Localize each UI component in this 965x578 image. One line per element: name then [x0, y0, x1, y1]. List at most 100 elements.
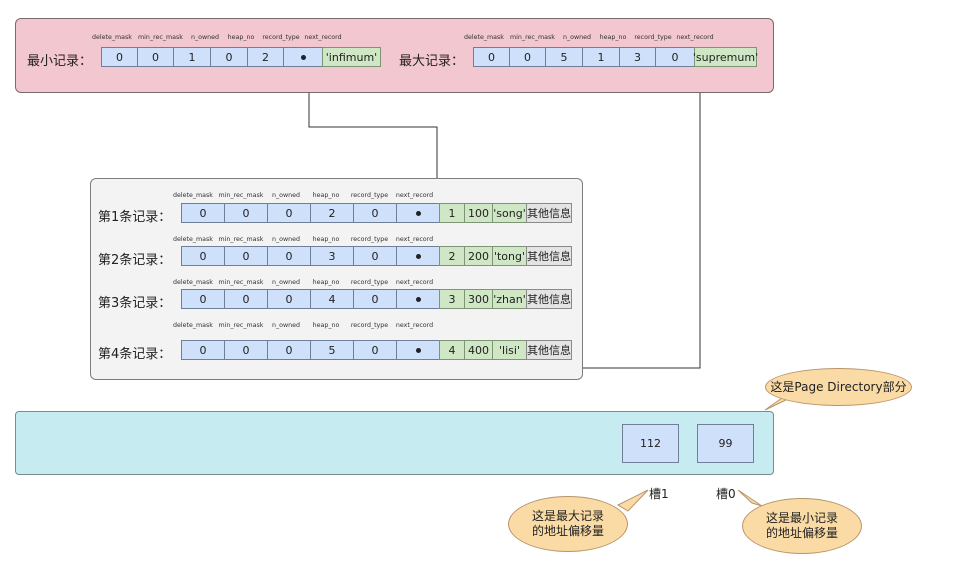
- slot0-box: 99: [697, 424, 754, 463]
- cell-record-type: 3: [619, 47, 656, 67]
- header-heap-no: heap_no: [599, 34, 627, 41]
- header-next-record: next_record: [395, 192, 434, 199]
- cell-min-rec-mask: 0: [224, 289, 268, 309]
- header-record-type: record_type: [634, 34, 672, 41]
- min-record-label: 最小记录：: [27, 54, 93, 69]
- cell-heap-no: 4: [310, 289, 354, 309]
- header-record-type: record_type: [350, 279, 389, 286]
- header-delete-mask: delete_mask: [92, 34, 132, 41]
- cell-next-record-pointer: [396, 289, 440, 309]
- pointer-dot: [415, 210, 421, 216]
- header-record-type: record_type: [262, 34, 300, 41]
- cell-next-record-pointer: [396, 203, 440, 223]
- header-min-rec-mask: min_rec_mask: [510, 34, 555, 41]
- cell-n-owned: 1: [173, 47, 211, 67]
- header-record-type: record_type: [350, 192, 389, 199]
- header-next-record: next_record: [676, 34, 714, 41]
- infimum-to-record1-arrow: [308, 63, 440, 201]
- cell-heap-no: 3: [310, 246, 354, 266]
- header-record-type: record_type: [350, 322, 389, 329]
- header-heap-no: heap_no: [227, 34, 255, 41]
- cell-name: 'zhan': [492, 289, 527, 309]
- slot1-note-bubble: 这是最大记录 的地址偏移量: [508, 496, 628, 552]
- cell-other-info: 其他信息: [526, 246, 572, 266]
- cell-min-rec-mask: 0: [137, 47, 174, 67]
- cell-n-owned: 0: [267, 246, 311, 266]
- record4-label: 第4条记录：: [98, 347, 172, 362]
- cell-heap-no: 5: [310, 340, 354, 360]
- cell-id: 1: [439, 203, 465, 223]
- pointer-dot: [300, 54, 306, 60]
- cell-next-record: 0: [655, 47, 695, 67]
- cell-name: 'tong': [492, 246, 527, 266]
- page-directory-callout: 这是Page Directory部分: [765, 368, 912, 406]
- infimum-record: 0 0 1 0 2 'infimum': [101, 47, 381, 67]
- infimum-content: 'infimum': [322, 47, 381, 67]
- cell-record-type: 0: [353, 340, 397, 360]
- slot0-note-line2: 的地址偏移量: [765, 526, 838, 540]
- cell-n-owned: 5: [545, 47, 583, 67]
- header-min-rec-mask: min_rec_mask: [218, 322, 264, 329]
- header-heap-no: heap_no: [312, 192, 340, 199]
- page-directory-panel: [15, 411, 774, 475]
- cell-record-type: 2: [247, 47, 284, 67]
- header-n-owned: n_owned: [271, 192, 300, 199]
- callout-tail-slot1: [616, 489, 649, 512]
- cell-min-rec-mask: 0: [224, 246, 268, 266]
- cell-heap-no: 0: [210, 47, 248, 67]
- header-n-owned: n_owned: [271, 322, 300, 329]
- record3-header-labels: delete_mask min_rec_mask n_owned heap_no…: [170, 279, 436, 286]
- cell-name: 'lisi': [492, 340, 527, 360]
- header-delete-mask: delete_mask: [173, 279, 213, 286]
- slot1-box: 112: [622, 424, 679, 463]
- cell-name: 'song': [492, 203, 527, 223]
- header-heap-no: heap_no: [312, 279, 340, 286]
- cell-other-info: 其他信息: [526, 289, 572, 309]
- header-min-rec-mask: min_rec_mask: [218, 279, 264, 286]
- supremum-content: 'supremum': [693, 47, 758, 67]
- slot1-label: 槽1: [649, 487, 669, 501]
- cell-delete-mask: 0: [181, 289, 225, 309]
- header-n-owned: n_owned: [190, 34, 219, 41]
- header-delete-mask: delete_mask: [173, 236, 213, 243]
- header-n-owned: n_owned: [271, 236, 300, 243]
- callout-tail-slot0: [737, 489, 763, 507]
- header-min-rec-mask: min_rec_mask: [138, 34, 183, 41]
- header-next-record: next_record: [395, 236, 434, 243]
- slot0-note-line1: 这是最小记录: [765, 511, 838, 525]
- max-record-label: 最大记录：: [399, 54, 465, 69]
- header-next-record: next_record: [395, 322, 434, 329]
- cell-delete-mask: 0: [101, 47, 138, 67]
- cell-delete-mask: 0: [473, 47, 510, 67]
- cell-n-owned: 0: [267, 289, 311, 309]
- cell-id: 2: [439, 246, 465, 266]
- record4-row: 0 0 0 5 0 4 400 'lisi' 其他信息: [181, 340, 572, 360]
- cell-n-owned: 0: [267, 340, 311, 360]
- cell-min-rec-mask: 0: [224, 340, 268, 360]
- cell-value: 300: [464, 289, 493, 309]
- cell-record-type: 0: [353, 246, 397, 266]
- cell-delete-mask: 0: [181, 203, 225, 223]
- slot0-note-bubble: 这是最小记录 的地址偏移量: [742, 498, 862, 554]
- record1-header-labels: delete_mask min_rec_mask n_owned heap_no…: [170, 192, 436, 199]
- cell-delete-mask: 0: [181, 340, 225, 360]
- pointer-dot: [415, 347, 421, 353]
- header-n-owned: n_owned: [271, 279, 300, 286]
- cell-other-info: 其他信息: [526, 340, 572, 360]
- cell-value: 400: [464, 340, 493, 360]
- cell-other-info: 其他信息: [526, 203, 572, 223]
- record3-label: 第3条记录：: [98, 296, 172, 311]
- pointer-dot: [415, 253, 421, 259]
- record3-row: 0 0 0 4 0 3 300 'zhan' 其他信息: [181, 289, 572, 309]
- pointer-dot: [415, 296, 421, 302]
- header-heap-no: heap_no: [312, 236, 340, 243]
- slot1-note-line1: 这是最大记录: [531, 509, 604, 523]
- cell-next-record-pointer: [283, 47, 323, 67]
- record2-header-labels: delete_mask min_rec_mask n_owned heap_no…: [170, 236, 436, 243]
- cell-heap-no: 1: [582, 47, 620, 67]
- record1-label: 第1条记录：: [98, 210, 172, 225]
- cell-id: 4: [439, 340, 465, 360]
- record4-header-labels: delete_mask min_rec_mask n_owned heap_no…: [170, 322, 436, 329]
- cell-heap-no: 2: [310, 203, 354, 223]
- min-record-header-labels: delete_mask min_rec_mask n_owned heap_no…: [90, 34, 343, 41]
